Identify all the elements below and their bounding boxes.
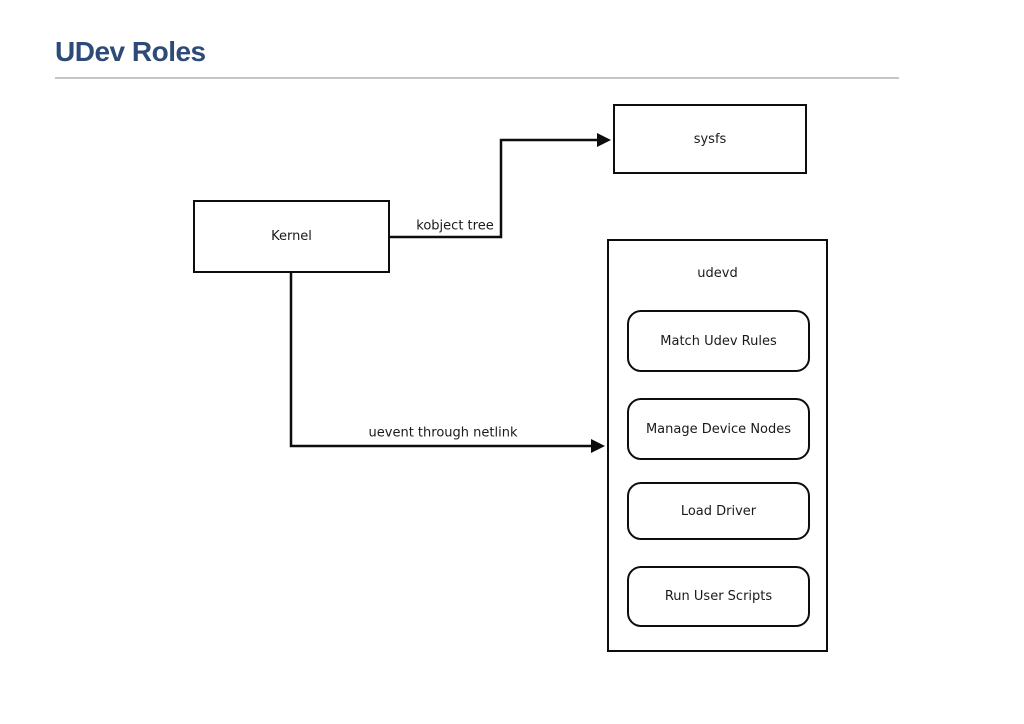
task-label: Manage Device Nodes xyxy=(645,421,792,437)
task-label: Match Udev Rules xyxy=(660,333,777,349)
kernel-to-sysfs-arrowhead-icon xyxy=(597,133,611,147)
udevd-task-load-driver: Load Driver xyxy=(627,482,810,540)
edge-label-kobject-tree: kobject tree xyxy=(414,218,496,234)
page-title: UDev Roles xyxy=(55,36,206,67)
edge-label-uevent-through-netlink: uevent through netlink xyxy=(366,425,520,441)
udevd-task-match-udev-rules: Match Udev Rules xyxy=(627,310,810,372)
sysfs-node: sysfs xyxy=(613,104,807,174)
kernel-to-udevd-connector xyxy=(289,273,591,448)
kernel-to-udevd-arrowhead-icon xyxy=(591,439,605,453)
title-divider xyxy=(55,77,899,79)
udevd-task-run-user-scripts: Run User Scripts xyxy=(627,566,810,627)
task-label: Run User Scripts xyxy=(664,589,773,604)
sysfs-node-label: sysfs xyxy=(693,131,727,147)
kernel-node: Kernel xyxy=(193,200,390,273)
udevd-task-manage-device-nodes: Manage Device Nodes xyxy=(627,398,810,460)
task-label: Load Driver xyxy=(680,503,757,519)
udevd-node-label: udevd xyxy=(697,266,738,281)
kernel-node-label: Kernel xyxy=(271,229,312,244)
